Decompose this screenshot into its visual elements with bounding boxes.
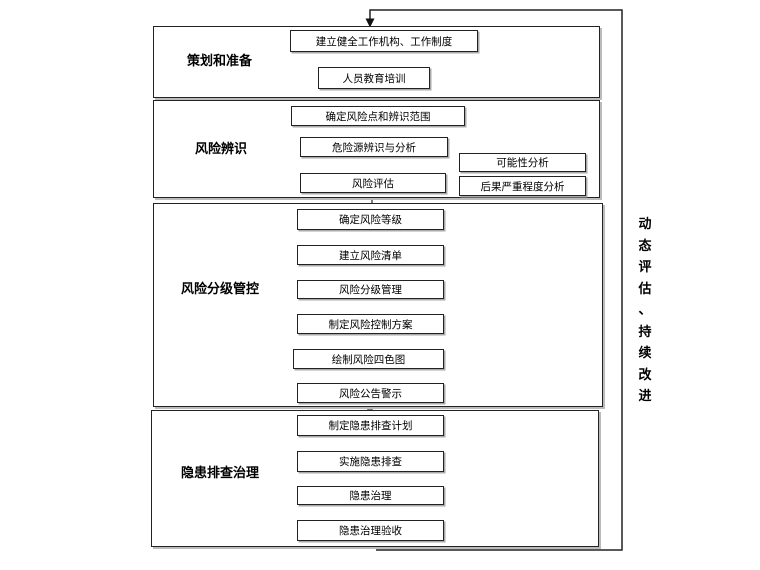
step-box: 确定风险点和辨识范围	[291, 106, 465, 126]
step-box: 风险公告警示	[297, 383, 444, 403]
step-box: 风险分级管理	[297, 280, 444, 299]
step-box: 危险源辨识与分析	[300, 137, 448, 157]
step-box: 隐患治理验收	[297, 520, 444, 541]
stage-risk-control	[153, 203, 603, 407]
step-box: 实施隐患排查	[297, 451, 444, 472]
step-box: 制定风险控制方案	[297, 314, 444, 334]
step-box: 建立风险清单	[297, 245, 444, 265]
stage-label-risk-identification: 风险辨识	[195, 142, 248, 157]
step-box: 人员教育培训	[318, 67, 430, 89]
stage-label-risk-control: 风险分级管控	[181, 282, 260, 297]
sub-step-box: 后果严重程度分析	[459, 176, 586, 196]
step-box: 确定风险等级	[297, 209, 444, 230]
stage-label-hazard-management: 隐患排查治理	[181, 466, 260, 481]
step-box: 风险评估	[300, 173, 446, 193]
step-box: 隐患治理	[297, 486, 444, 505]
sub-step-box: 可能性分析	[459, 153, 586, 172]
step-box: 制定隐患排查计划	[297, 415, 444, 436]
step-box: 建立健全工作机构、工作制度	[290, 30, 478, 52]
feedback-loop-line	[365, 9, 623, 551]
feedback-label: 动 态 评 估 、 持 续 改 进	[638, 217, 652, 404]
stage-label-planning: 策划和准备	[187, 54, 253, 69]
step-box: 绘制风险四色图	[293, 349, 444, 369]
